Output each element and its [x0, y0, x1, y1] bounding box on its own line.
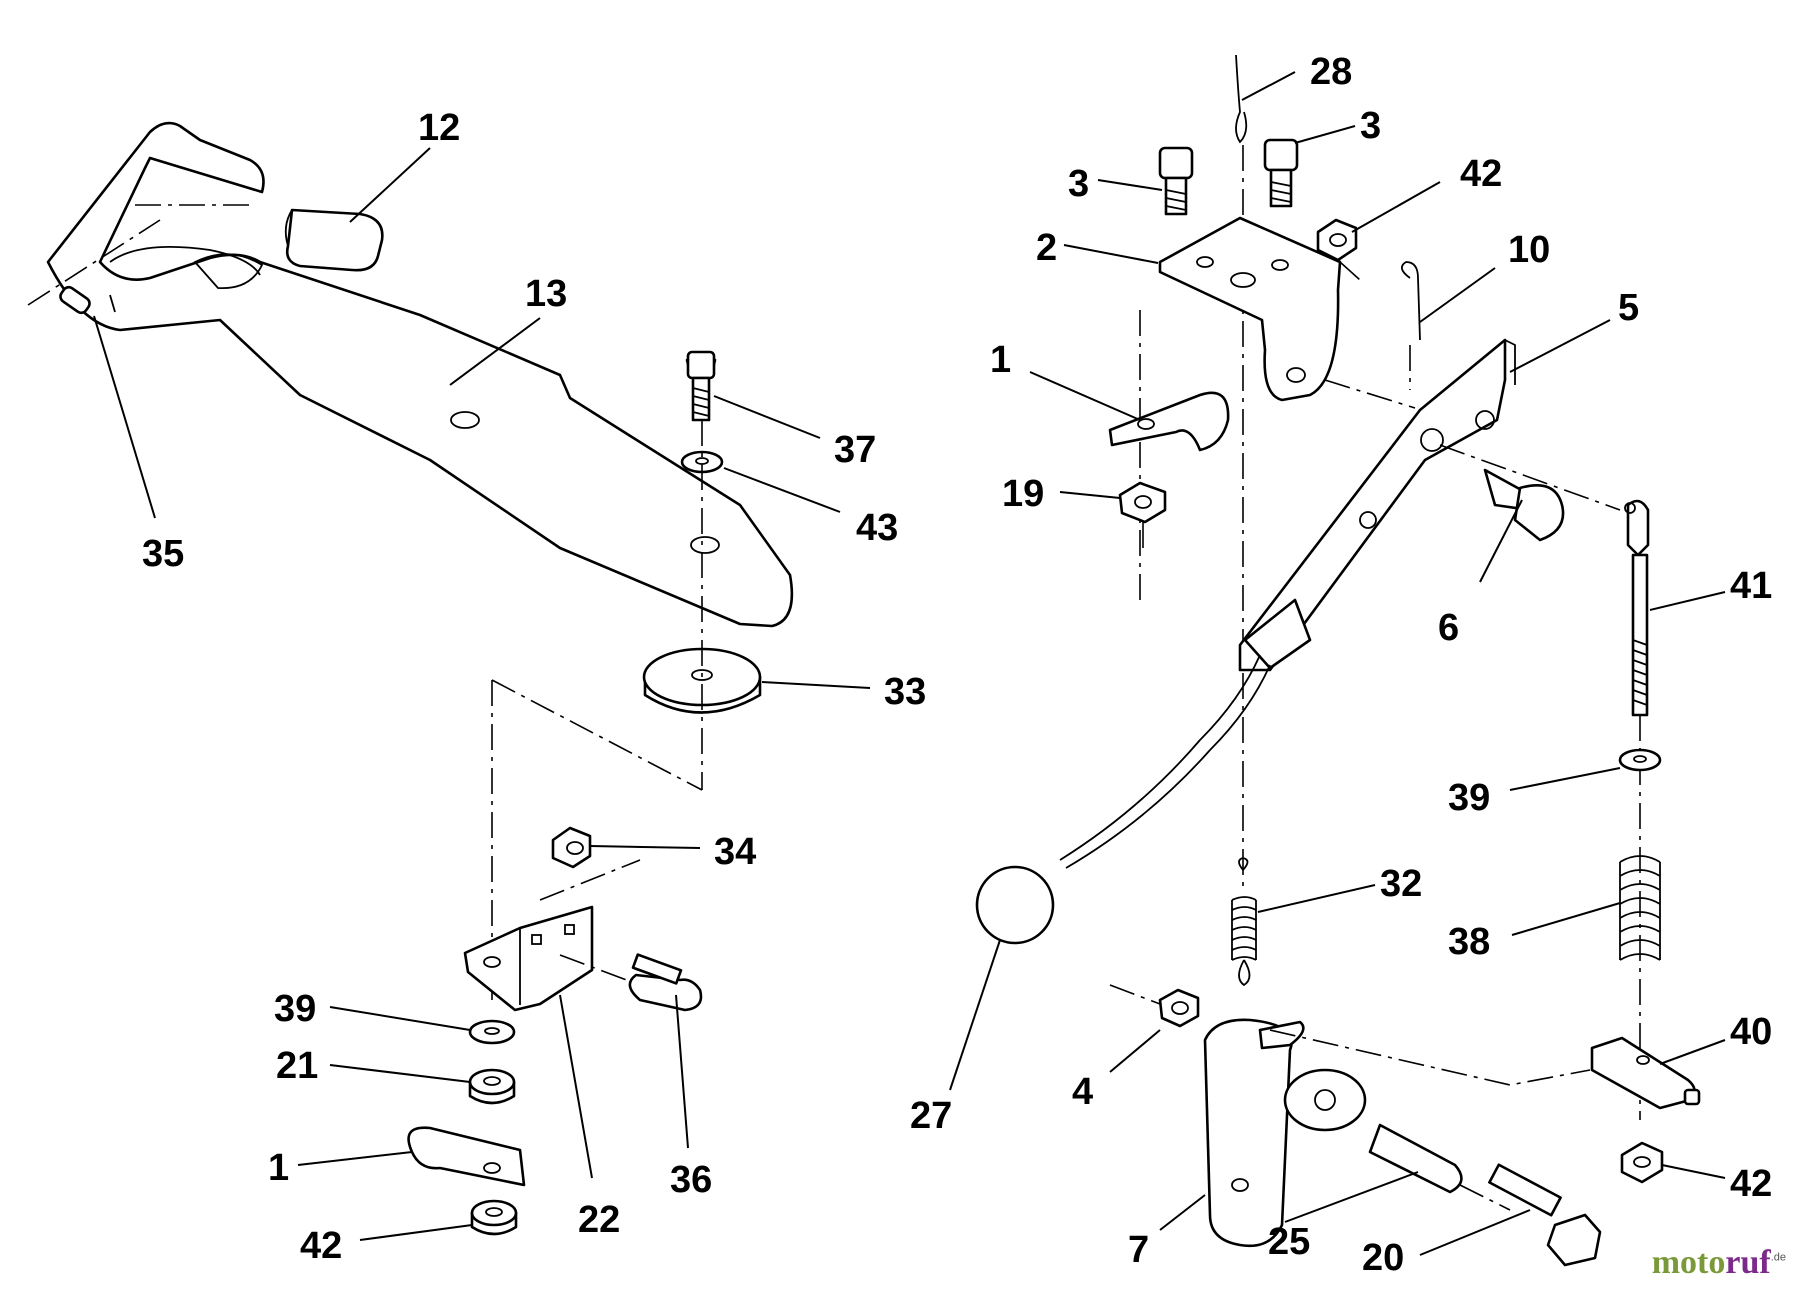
part-10-cotter [1400, 261, 1421, 341]
label-41: 41 [1730, 565, 1772, 607]
part-6-bolt [1483, 468, 1565, 542]
label-42c: 42 [1730, 1163, 1772, 1205]
part-12-grip [285, 208, 384, 272]
label-12: 12 [418, 107, 460, 149]
watermark-suffix: .de [1770, 1251, 1786, 1264]
label-27: 27 [910, 1095, 952, 1137]
label-19: 19 [1002, 473, 1044, 515]
label-2: 2 [1036, 227, 1057, 269]
label-25: 25 [1268, 1221, 1310, 1263]
label-38: 38 [1448, 921, 1490, 963]
label-5: 5 [1618, 287, 1639, 329]
part-19-nut [1118, 481, 1167, 524]
watermark-part1: moto [1651, 1244, 1726, 1281]
part-21-nut [468, 1068, 516, 1105]
part-35-pin [59, 285, 91, 315]
callout-labels: 12 13 35 37 43 33 34 39 21 1 42 22 36 28… [142, 51, 1772, 1279]
label-36: 36 [670, 1159, 712, 1201]
label-3b: 3 [1360, 105, 1381, 147]
part-28-cotter [1235, 54, 1248, 144]
label-1b: 1 [990, 339, 1011, 381]
label-34: 34 [714, 831, 756, 873]
watermark-logo: motoruf.de [1652, 1244, 1786, 1282]
label-42a: 42 [300, 1225, 342, 1267]
part-1b-clip [1108, 391, 1230, 452]
part-38-spring [1619, 855, 1661, 961]
part-42a-nut [470, 1199, 518, 1236]
label-13: 13 [525, 273, 567, 315]
label-1a: 1 [268, 1147, 289, 1189]
part-42c-nut [1620, 1141, 1664, 1184]
watermark-part2: ruf [1725, 1244, 1771, 1281]
label-40: 40 [1730, 1011, 1772, 1053]
part-27-knob [975, 865, 1055, 945]
part-2-bracket [1158, 216, 1342, 402]
label-39a: 39 [274, 988, 316, 1030]
label-7: 7 [1128, 1229, 1149, 1271]
part-3b-bolt [1263, 138, 1299, 208]
label-39b: 39 [1448, 777, 1490, 819]
part-36-bolt [628, 953, 703, 1012]
label-42b: 42 [1460, 153, 1502, 195]
part-41-rod [1624, 499, 1650, 717]
part-40-pin [1590, 1036, 1701, 1110]
label-28: 28 [1310, 51, 1352, 93]
part-20-bolt [1488, 1163, 1602, 1267]
label-21: 21 [276, 1045, 318, 1087]
part-3a-bolt [1158, 146, 1194, 216]
label-32: 32 [1380, 863, 1422, 905]
part-1a-clip [407, 1126, 526, 1187]
part-39b-washer [1618, 748, 1662, 772]
part-32-spring [1231, 857, 1257, 987]
part-25-shaft [1283, 1068, 1463, 1194]
part-37-bolt [685, 350, 717, 422]
part-39a-washer [468, 1019, 516, 1045]
part-4-nut [1158, 988, 1200, 1028]
label-10: 10 [1508, 229, 1550, 271]
label-4: 4 [1072, 1071, 1093, 1113]
label-22: 22 [578, 1199, 620, 1241]
part-22-bracket [463, 905, 594, 1012]
part-42b-nut [1316, 218, 1358, 262]
part-27-rod [1059, 654, 1271, 869]
centerline-35 [27, 219, 161, 306]
label-37: 37 [834, 429, 876, 471]
label-6: 6 [1438, 607, 1459, 649]
label-3a: 3 [1068, 163, 1089, 205]
label-20: 20 [1362, 1237, 1404, 1279]
part-5-lever [1238, 338, 1516, 672]
part-7-plate [1203, 1018, 1305, 1248]
part-34-nut [551, 826, 592, 869]
label-35: 35 [142, 533, 184, 575]
label-33: 33 [884, 671, 926, 713]
leader-lines [93, 71, 1726, 1256]
label-43: 43 [856, 507, 898, 549]
